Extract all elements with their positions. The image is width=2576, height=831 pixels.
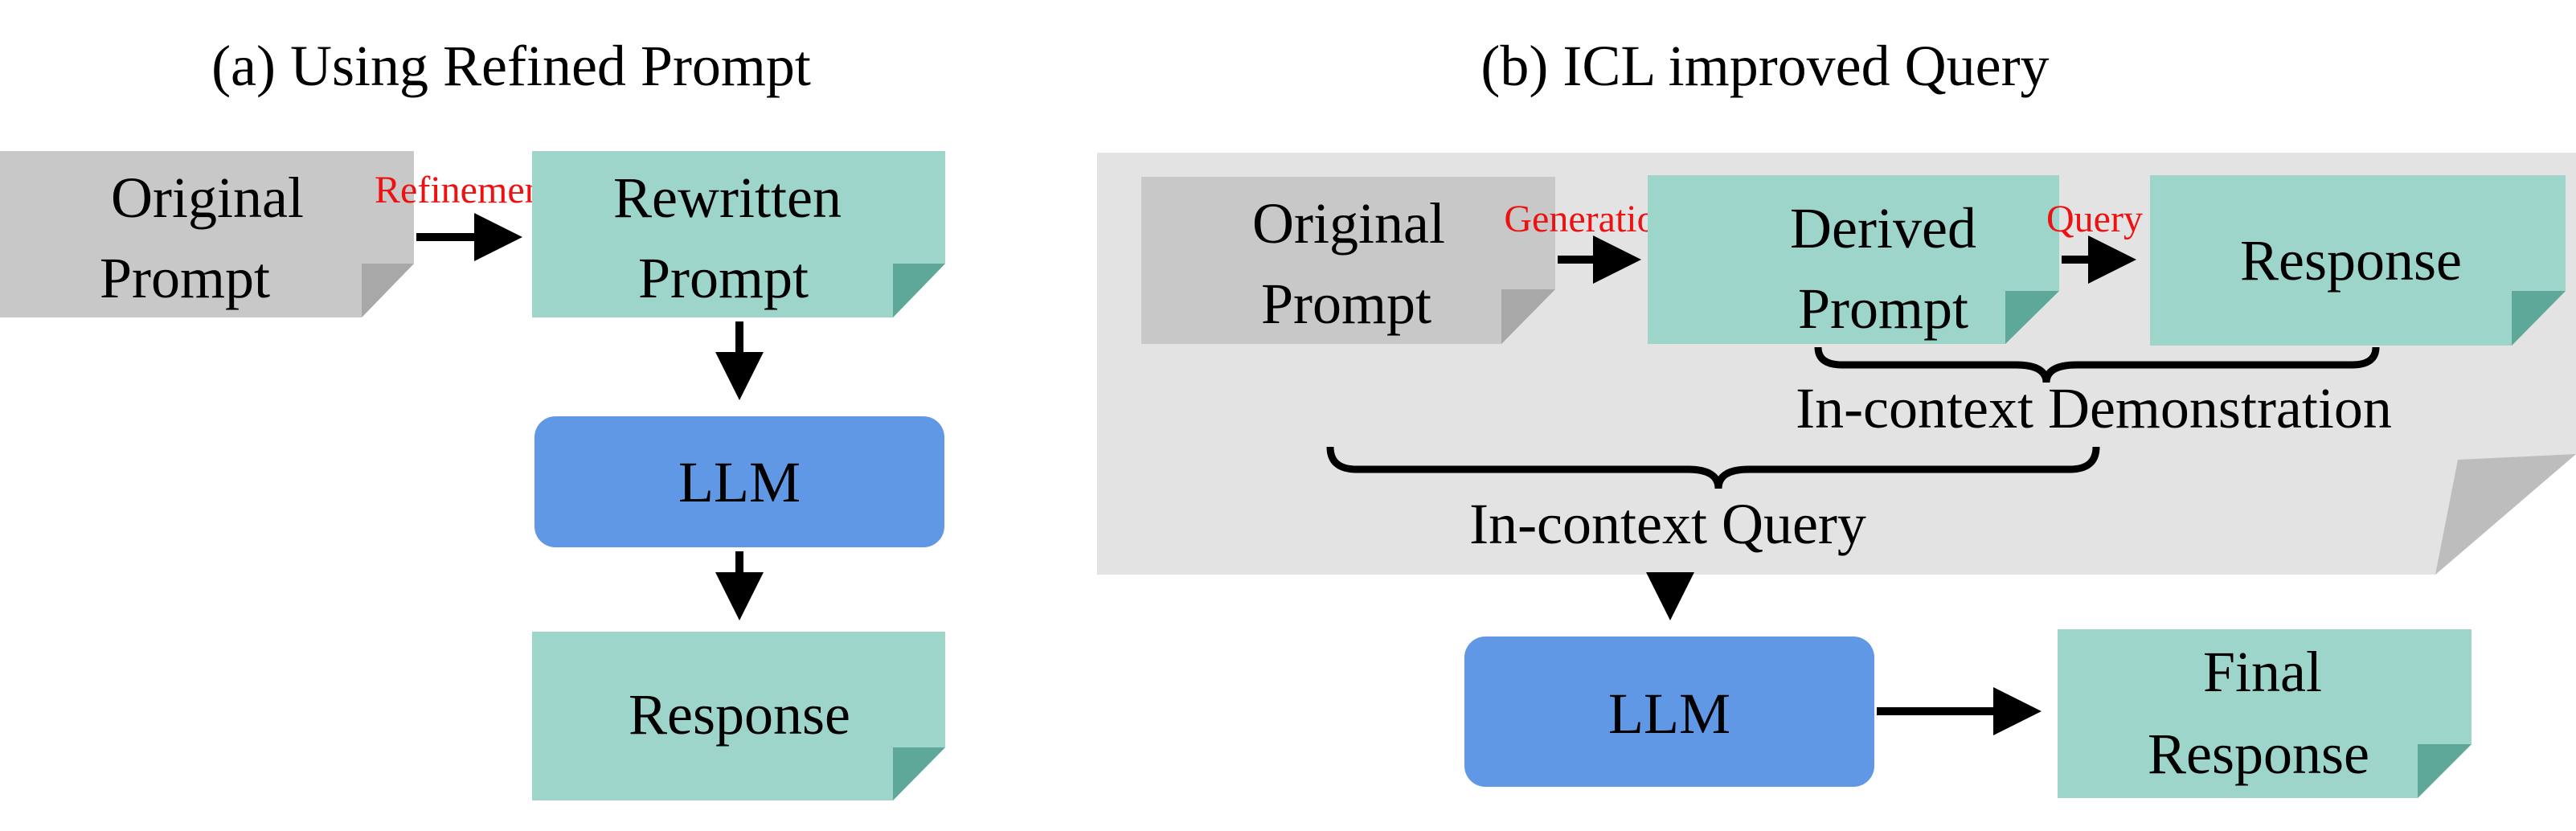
a-llm-node: LLM [534,416,944,547]
b-query-brace [1326,446,2100,489]
b-derived-prompt-line1: Derived [1790,196,1976,260]
b-original-prompt-line2: Prompt [1261,272,1431,336]
b-llm-label: LLM [1608,682,1730,746]
a-original-prompt-node: Original Prompt [0,151,414,317]
b-generation-label: Generation [1504,198,1675,240]
b-query-label: Query [2046,198,2143,240]
a-rewritten-prompt-node: Rewritten Prompt [532,151,945,317]
b-derived-prompt-line2: Prompt [1798,276,1968,341]
b-original-prompt-line1: Original [1252,191,1445,256]
panel-b-title: (b) ICL improved Query [1480,34,2049,98]
a-refinement-label: Refinement [375,169,555,211]
b-final-response-line1: Final [2203,640,2322,704]
a-response-node: Response [532,632,945,800]
b-response-label: Response [2240,228,2462,293]
a-response-label: Response [629,682,850,747]
b-query-brace-label: In-context Query [1469,492,1866,556]
b-demonstration-brace [1814,346,2380,383]
b-original-prompt-node: Original Prompt [1141,177,1555,344]
a-original-prompt-line2: Prompt [100,246,270,310]
panel-a-title: (a) Using Refined Prompt [211,34,811,98]
b-final-response-node: Final Response [2058,629,2472,798]
b-response-node: Response [2150,175,2566,346]
a-rewritten-prompt-line2: Prompt [638,246,809,310]
b-derived-prompt-node: Derived Prompt [1648,175,2059,344]
a-rewritten-prompt-line1: Rewritten [613,166,842,230]
b-final-response-line2: Response [2148,722,2369,786]
b-llm-node: LLM [1464,637,1874,787]
b-demonstration-label: In-context Demonstration [1796,376,2392,440]
a-original-prompt-line1: Original [111,166,304,230]
a-llm-label: LLM [678,450,801,514]
